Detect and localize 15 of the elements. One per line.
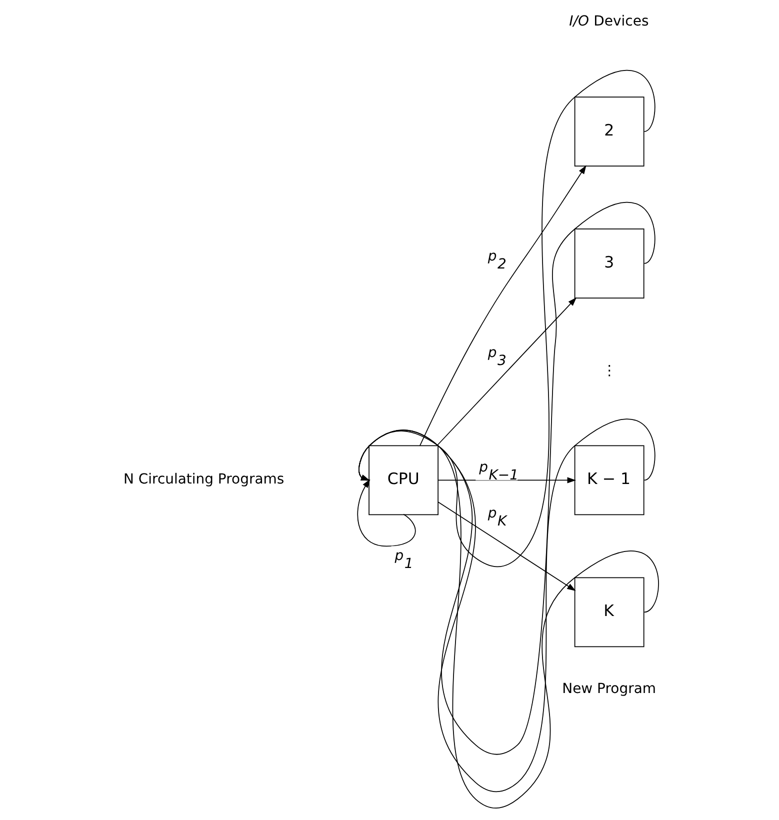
arrow: [437, 477, 576, 484]
arrow: [358, 202, 655, 755]
label: New Program: [562, 681, 656, 698]
arrow: [419, 165, 586, 446]
arrow: [356, 479, 416, 547]
label: I/O Devices: [568, 14, 648, 30]
label: ⋮: [602, 363, 616, 380]
node-box: 2: [574, 96, 644, 166]
node-box: K − 1: [574, 445, 644, 516]
node-box: CPU: [368, 445, 438, 516]
node-box: K: [574, 577, 644, 648]
arrow: [436, 297, 576, 446]
node-box: 3: [574, 228, 644, 298]
label: N Circulating Programs: [122, 472, 284, 488]
arrow: [358, 70, 655, 568]
